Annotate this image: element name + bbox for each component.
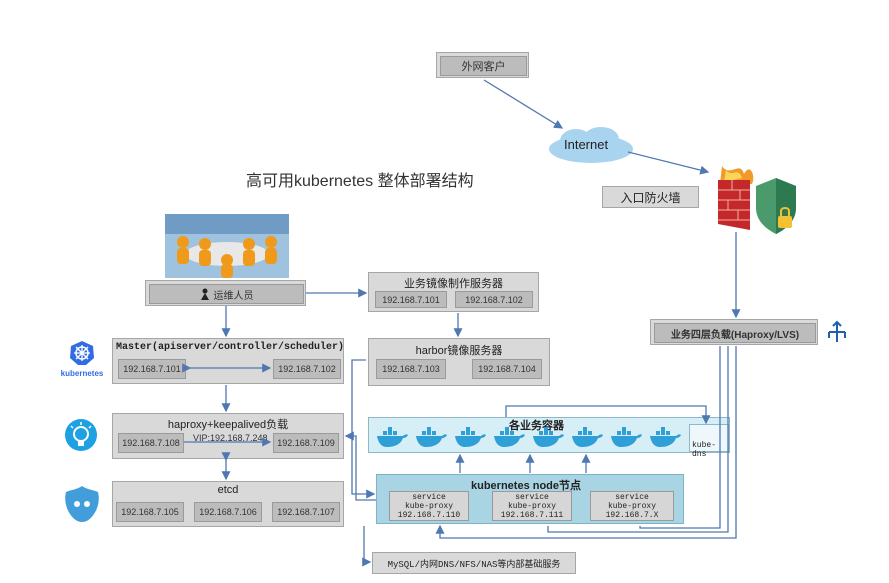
etcd-logo [62,484,102,524]
master-ip-2: 192.168.7.102 [273,359,341,379]
docker-icon [494,427,525,447]
node-item-2: service kube-proxy 192.168.7.111 [492,491,572,521]
node-box: kubernetes node节点 service kube-proxy 192… [376,474,684,524]
etcd-title: etcd [217,484,239,496]
image-build-server: 业务镜像制作服务器 192.168.7.101 192.168.7.102 [368,272,539,312]
master-title: Master(apiserver/controller/scheduler) [116,342,345,353]
internet-cloud: Internet [546,125,636,167]
master-ip-1: 192.168.7.101 [118,359,186,379]
docker-icon [650,427,681,447]
node-item-2-proxy: kube-proxy [507,502,556,511]
keepalived-icon [65,419,97,451]
node-item-2-ip: 192.168.7.111 [500,511,564,520]
page-title: 高可用kubernetes 整体部署结构 [246,173,474,190]
network-icon [826,320,848,344]
etcd-icon [65,486,99,522]
haproxy-ip-2: 192.168.7.109 [273,433,339,453]
infra-services-box: MySQL/内网DNS/NFS/NAS等内部基础服务 [372,552,576,574]
kubernetes-logo-text: kubernetes [60,369,104,378]
node-item-3-proxy: kube-proxy [607,502,656,511]
ops-box: 运维人员 [145,280,306,306]
node-item-1-proxy: kube-proxy [404,502,453,511]
harbor-ip-1: 192.168.7.103 [376,359,446,379]
node-item-3: service kube-proxy 192.168.7.X [590,491,674,521]
haproxy-logo [64,418,98,452]
node-item-2-service: service [515,493,549,502]
docker-icon [377,427,408,447]
person-icon [200,288,210,300]
etcd-box: etcd 192.168.7.105 192.168.7.106 192.168… [112,481,344,527]
harbor-server: harbor镜像服务器 192.168.7.103 192.168.7.104 [368,338,550,386]
docker-icon [611,427,642,447]
docker-icon [533,427,564,447]
containers-box: 各业务容器 kube-dns [368,417,730,459]
etcd-ip-2: 192.168.7.106 [194,502,262,522]
arrow-node-to-infra [362,526,372,567]
node-item-1-ip: 192.168.7.110 [397,511,461,520]
external-client-label: 外网客户 [440,56,527,76]
haproxy-box: haproxy+keepalived负载 192.168.7.108 VIP:1… [112,413,344,459]
firewall-label-box: 入口防火墙 [602,186,699,208]
external-client-box: 外网客户 [436,52,529,78]
harbor-ip-2: 192.168.7.104 [472,359,542,379]
etcd-ip-3: 192.168.7.107 [272,502,340,522]
internet-label: Internet [564,137,609,152]
node-item-1-service: service [412,493,446,502]
image-build-ip-2: 192.168.7.102 [455,291,533,308]
haproxy-ip-1: 192.168.7.108 [118,433,184,453]
docker-icon [455,427,486,447]
haproxy-title: haproxy+keepalived负载 [167,419,289,431]
kube-dns-label: kube-dns [692,441,717,459]
docker-icon [572,427,603,447]
node-item-3-ip: 192.168.7.X [605,511,659,520]
kubernetes-logo: kubernetes [58,340,106,384]
kubernetes-helm-icon [70,341,94,365]
infra-services-label: MySQL/内网DNS/NFS/NAS等内部基础服务 [387,559,561,570]
node-item-1: service kube-proxy 192.168.7.110 [389,491,469,521]
ops-label: 运维人员 [213,290,254,302]
image-build-title: 业务镜像制作服务器 [404,278,503,290]
harbor-title: harbor镜像服务器 [415,345,503,357]
kube-dns-box: kube-dns [689,424,729,459]
docker-row [375,427,691,451]
etcd-ip-1: 192.168.7.105 [116,502,184,522]
image-build-ip-1: 192.168.7.101 [375,291,447,308]
node-item-3-service: service [615,493,649,502]
master-box: Master(apiserver/controller/scheduler) 1… [112,338,344,384]
arrow-internet-firewall [627,151,710,175]
docker-icon [416,427,447,447]
arrow-client-internet [483,79,564,129]
layer4-lb-label: 业务四层负载(Haproxy/LVS) [654,323,816,343]
ops-illustration [165,214,289,278]
haproxy-vip: VIP:192.168.7.248 [193,433,268,443]
cloud-icon [549,127,633,163]
firewall-icon [710,158,800,238]
layer4-lb-box: 业务四层负载(Haproxy/LVS) [650,319,818,345]
firewall-label: 入口防火墙 [620,190,681,205]
